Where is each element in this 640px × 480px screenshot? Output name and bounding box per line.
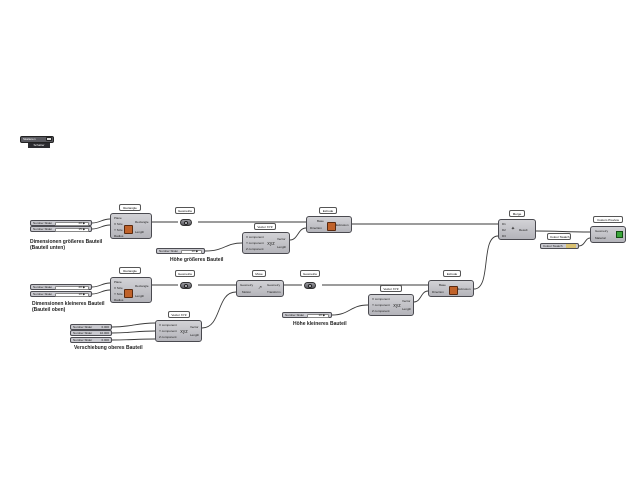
number-slider[interactable]: Number Slider 10 ◆ — [156, 248, 205, 254]
extrude-icon — [327, 222, 336, 231]
swatch-color — [566, 244, 576, 248]
wire — [91, 218, 111, 224]
number-slider[interactable]: Number Slider 10 ◆ — [282, 312, 332, 318]
number-slider[interactable]: Number Slider 10.000 — [70, 330, 112, 336]
rectangle-component[interactable]: Plane X Size Y Size Radius Rectangle Len… — [110, 213, 152, 239]
label-bubble: Rectangle — [119, 204, 141, 211]
rectangle-component[interactable]: Plane X Size Y Size Radius Rectangle Len… — [110, 277, 152, 303]
number-slider[interactable]: Number Slider 10 ◆ — [30, 291, 92, 297]
label-bubble: Custom Preview — [593, 216, 623, 223]
group-caption: Höhe größeres Bauteil — [170, 257, 224, 263]
custom-preview-component[interactable]: Geometry Material — [590, 226, 626, 243]
wire — [578, 237, 591, 247]
wire — [91, 289, 111, 295]
group-caption: Verschiebung oberes Bauteil — [74, 345, 143, 351]
label-bubble: Extrude — [319, 207, 337, 214]
rectangle-icon — [124, 225, 133, 234]
group-caption: Dimensionen kleineres Bauteil — [32, 301, 105, 307]
vector-xyz-component[interactable]: X component Y component Z component xyz … — [368, 294, 414, 316]
vector-icon: xyz — [393, 303, 401, 309]
wire — [111, 338, 156, 341]
vector-xyz-component[interactable]: X component Y component Z component xyz … — [242, 232, 290, 254]
slider-track[interactable] — [55, 222, 89, 226]
toggle-text: Skalieren — [20, 136, 54, 143]
number-slider[interactable]: Number Slider 15 ◆ — [30, 226, 92, 232]
slider-track[interactable] — [55, 228, 89, 232]
group-caption: Dimensionen größeres Bauteil — [30, 239, 103, 245]
geometry-icon — [184, 221, 188, 225]
slider-track[interactable] — [55, 286, 89, 290]
slider-track[interactable] — [55, 293, 89, 297]
preview-icon — [616, 231, 623, 238]
label-bubble: Geometrie — [175, 270, 195, 277]
wire — [91, 224, 111, 230]
slider-track[interactable] — [181, 250, 202, 254]
label-bubble: Geometrie — [175, 207, 195, 214]
wire — [91, 282, 111, 288]
label-bubble: Rectangle — [119, 267, 141, 274]
merge-component[interactable]: D1 D2 D3 ✦ Result — [498, 219, 536, 240]
extrude-component[interactable]: Base Direction Extrusion — [428, 280, 474, 297]
wire — [111, 330, 156, 334]
label-bubble: Vector XYZ — [168, 311, 190, 318]
wire — [201, 291, 237, 329]
vector-icon: xyz — [267, 241, 275, 247]
toggle-label: Schalter — [28, 143, 50, 148]
extrude-component[interactable]: Base Direction Extrusion — [306, 216, 352, 233]
label-bubble: Move — [252, 270, 266, 277]
wire — [331, 304, 369, 316]
wire — [535, 230, 591, 233]
vector-icon: xyz — [180, 329, 188, 335]
geometry-param[interactable] — [180, 282, 192, 289]
number-slider[interactable]: Number Slider 0.000 — [70, 324, 112, 330]
wire — [111, 322, 156, 328]
label-bubble: Extrude — [443, 270, 461, 277]
boolean-toggle[interactable]: Skalieren Schalter — [20, 136, 54, 150]
geometry-param[interactable] — [180, 219, 192, 226]
wire — [473, 235, 499, 290]
label-bubble: Merge — [509, 210, 525, 217]
merge-icon: ✦ — [510, 226, 516, 232]
wire — [413, 290, 429, 303]
vector-xyz-component[interactable]: X component Y component Z component xyz … — [155, 320, 202, 342]
move-component[interactable]: Geometry Motion ↗ Geometry Transform — [236, 280, 284, 297]
wire — [289, 227, 307, 241]
label-bubble: Vector XYZ — [254, 223, 276, 230]
move-icon: ↗ — [257, 285, 263, 291]
extrude-icon — [449, 286, 458, 295]
geometry-icon — [308, 284, 312, 288]
geometry-icon — [184, 284, 188, 288]
number-slider[interactable]: Number Slider 20 ◆ — [30, 284, 92, 290]
colour-swatch[interactable]: Colour Swatch — [540, 243, 579, 249]
geometry-param[interactable] — [304, 282, 316, 289]
number-slider[interactable]: Number Slider 0.000 — [70, 337, 112, 343]
number-slider[interactable]: Number Slider 20 ◆ — [30, 220, 92, 226]
wire — [204, 242, 243, 252]
label-bubble: Colour Swatch — [547, 233, 571, 240]
group-caption: Höhe kleineres Bauteil — [293, 321, 347, 327]
label-bubble: Vector XYZ — [380, 285, 402, 292]
label-bubble: Geometrie — [300, 270, 320, 277]
toggle-switch[interactable] — [46, 137, 52, 141]
slider-track[interactable] — [307, 314, 329, 318]
rectangle-icon — [124, 289, 133, 298]
group-caption: (Bauteil oben) — [32, 307, 66, 313]
group-caption: (Bauteil unten) — [30, 245, 65, 251]
